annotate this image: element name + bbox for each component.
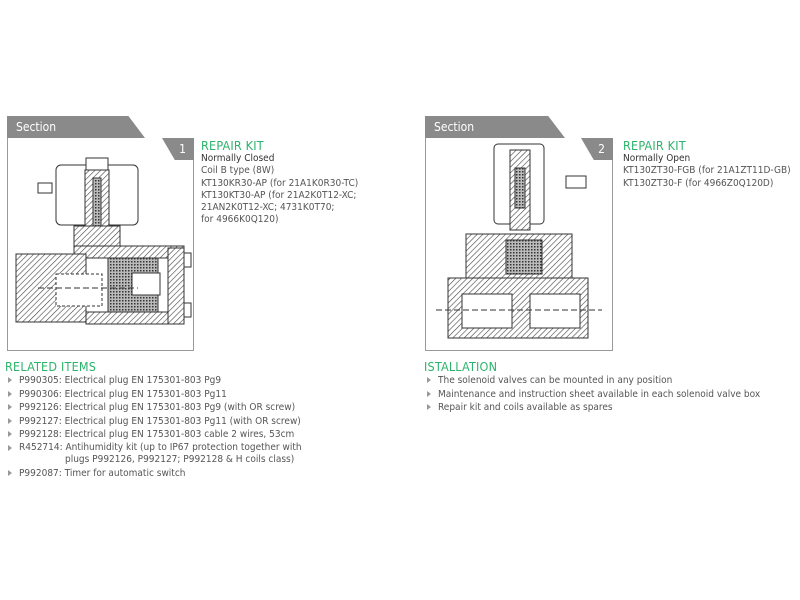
- list-item: R452714: Antihumidity kit (up to IP67 pr…: [5, 442, 405, 467]
- related-items-title: RELATED ITEMS: [5, 359, 97, 374]
- section-1-line: 21AN2K0T12-XC; 4731K0T70;: [201, 202, 335, 214]
- section-2-tab: Section: [425, 116, 565, 138]
- section-2-title: REPAIR KIT: [623, 138, 686, 153]
- list-item: P992126: Electrical plug EN 175301-803 P…: [5, 401, 405, 415]
- list-item: P990305: Electrical plug EN 175301-803 P…: [5, 374, 405, 388]
- section-2-line: KT130ZT30-FGB (for 21A1ZT11D-GB): [623, 165, 791, 177]
- list-item-continuation: plugs P992126, P992127; P992128 & H coil…: [65, 454, 295, 466]
- section-1-subtitle: Normally Closed: [201, 153, 275, 164]
- installation-title: ISTALLATION: [424, 359, 498, 374]
- list-item: P990306: Electrical plug EN 175301-803 P…: [5, 388, 405, 402]
- list-item: The solenoid valves can be mounted in an…: [424, 374, 800, 388]
- list-item: P992128: Electrical plug EN 175301-803 c…: [5, 428, 405, 442]
- section-1-line: KT130KT30-AP (for 21A2K0T12-XC;: [201, 189, 357, 201]
- installation-list: The solenoid valves can be mounted in an…: [424, 374, 800, 415]
- list-item: Repair kit and coils available as spares: [424, 401, 800, 415]
- list-item: P992087: Timer for automatic switch: [5, 467, 405, 481]
- section-1-drawing-box: [7, 138, 194, 351]
- section-1-title: REPAIR KIT: [201, 138, 264, 153]
- related-items-list: P990305: Electrical plug EN 175301-803 P…: [5, 374, 405, 480]
- section-2-line: KT130ZT30-F (for 4966Z0Q120D): [623, 177, 774, 189]
- section-1-line: for 4966K0Q120): [201, 214, 279, 226]
- list-item: Maintenance and instruction sheet availa…: [424, 388, 800, 402]
- list-item: P992127: Electrical plug EN 175301-803 P…: [5, 415, 405, 429]
- section-2-subtitle: Normally Open: [623, 153, 691, 164]
- normally-closed-valve-section-drawing: [15, 157, 192, 325]
- section-1-tab: Section: [7, 116, 145, 138]
- normally-open-valve-section-drawing: [436, 143, 602, 339]
- section-2-drawing-box: [425, 138, 613, 351]
- section-1-line: Coil B type (8W): [201, 165, 275, 177]
- list-item-text: R452714: Antihumidity kit (up to IP67 pr…: [19, 441, 302, 453]
- section-1-line: KT130KR30-AP (for 21A1K0R30-TC): [201, 177, 359, 189]
